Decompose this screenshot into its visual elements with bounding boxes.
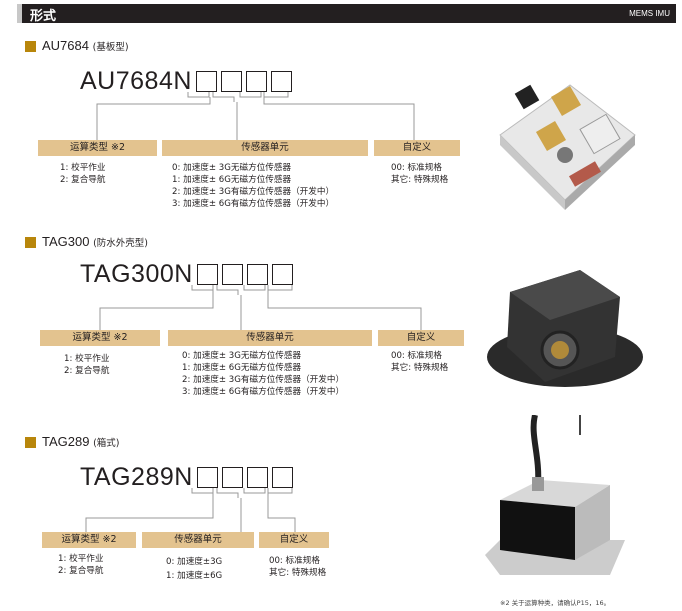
header-calc-type: 运算类型 ※2	[42, 532, 136, 548]
custom-list: 00: 标准规格其它: 特殊规格	[391, 163, 449, 185]
header-calc-type: 运算类型 ※2	[38, 140, 157, 156]
model-code-tag300: TAG300N	[80, 260, 293, 289]
footnote: ※2 关于运算种类，请确认P15，16。	[500, 599, 611, 607]
model-code-au7684: AU7684N	[80, 67, 292, 96]
tag300-housing-image	[487, 270, 643, 387]
bullet-square-icon	[25, 41, 36, 52]
header-sensor-unit: 传感器单元	[168, 330, 372, 346]
category-label: MEMS IMU	[629, 9, 670, 18]
bullet-square-icon	[25, 237, 36, 248]
au7684-board-image	[499, 84, 636, 210]
header-custom: 自定义	[374, 140, 460, 156]
product-title-au7684: AU7684 (基板型)	[42, 38, 129, 53]
product-title-tag300: TAG300 (防水外壳型)	[42, 234, 148, 249]
section-header-bar: 形式 MEMS IMU	[17, 4, 676, 24]
header-custom: 自定义	[259, 532, 329, 548]
bullet-square-icon	[25, 437, 36, 448]
custom-list: 00: 标准规格其它: 特殊规格	[269, 556, 327, 578]
section-title: 形式	[30, 9, 57, 24]
header-custom: 自定义	[378, 330, 464, 346]
header-calc-type: 运算类型 ※2	[40, 330, 160, 346]
tag289-box-image	[485, 415, 625, 575]
header-sensor-unit: 传感器单元	[142, 532, 254, 548]
model-code-tag289: TAG289N	[80, 463, 293, 492]
custom-list: 00: 标准规格其它: 特殊规格	[391, 351, 449, 373]
header-sensor-unit: 传感器单元	[162, 140, 368, 156]
product-title-tag289: TAG289 (箱式)	[42, 434, 120, 449]
